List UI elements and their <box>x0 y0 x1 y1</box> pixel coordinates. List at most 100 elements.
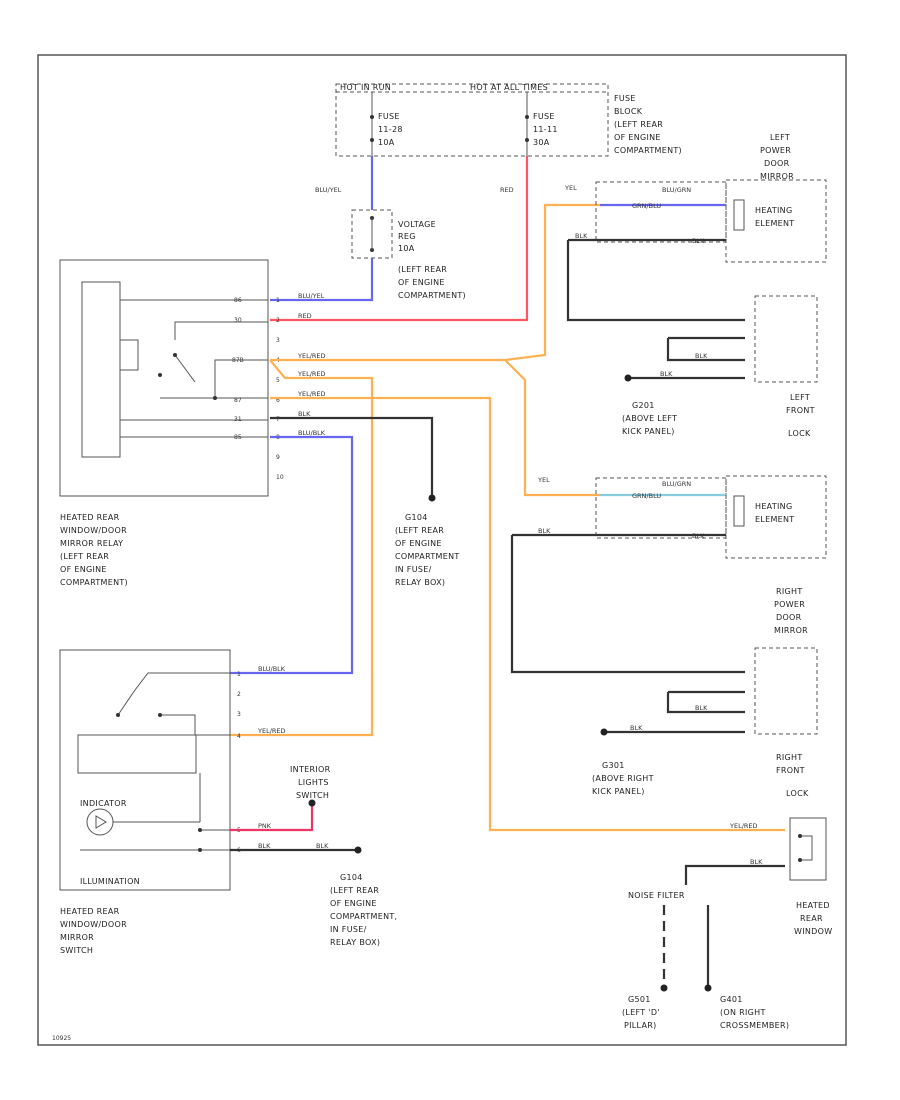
ground-g104-icon <box>428 494 436 502</box>
relay-pin-2: 2 <box>276 317 280 324</box>
svg-text:2: 2 <box>237 691 241 698</box>
svg-text:KICK PANEL): KICK PANEL) <box>622 427 675 436</box>
wire-blk-right-lock-1 <box>510 535 745 674</box>
relay-pin-7: 7 <box>276 416 280 423</box>
svg-text:HEATED: HEATED <box>796 901 830 910</box>
relay-pin-87: 87 <box>234 397 242 404</box>
wire-label-grn-blu-1: GRN/BLU <box>632 202 661 210</box>
svg-text:(LEFT REAR: (LEFT REAR <box>330 886 379 895</box>
wire-label-blk-1: BLK <box>298 410 311 418</box>
illumination-label: ILLUMINATION <box>80 877 140 886</box>
svg-text:IN FUSE/: IN FUSE/ <box>330 925 367 934</box>
wire-label-blk-8: BLK <box>630 724 643 732</box>
svg-text:WINDOW/DOOR: WINDOW/DOOR <box>60 920 127 929</box>
svg-text:DOOR: DOOR <box>776 613 802 622</box>
indicator-label: INDICATOR <box>80 799 127 808</box>
wire-label-grn-blu-2: GRN/BLU <box>632 492 661 500</box>
wire-label-red-2: RED <box>298 312 312 320</box>
svg-text:4: 4 <box>237 733 241 740</box>
ground-g301-label: G301 (ABOVE RIGHT KICK PANEL) <box>592 761 654 796</box>
mirror-relay: 86 1 30 2 3 87B 4 5 87 6 31 7 85 8 9 10 … <box>59 259 284 587</box>
relay-pin-6: 6 <box>276 397 280 404</box>
svg-text:LEFT: LEFT <box>790 393 810 402</box>
wire-label-blu-grn-2: BLU/GRN <box>662 480 691 488</box>
svg-text:LIGHTS: LIGHTS <box>298 778 329 787</box>
wire-label-blk-12: BLK <box>750 858 763 866</box>
relay-pin-85: 85 <box>234 434 242 441</box>
relay-pin-9: 9 <box>276 454 280 461</box>
ground-g104b-label: G104 (LEFT REAR OF ENGINE COMPARTMENT, I… <box>330 873 397 947</box>
svg-text:COMPARTMENT: COMPARTMENT <box>395 552 460 561</box>
svg-text:MIRROR: MIRROR <box>774 626 808 635</box>
wire-label-yel-2: YEL <box>537 476 550 484</box>
relay-label-2: WINDOW/DOOR <box>60 526 127 535</box>
left-front-lock: LEFT FRONT LOCK <box>754 295 818 438</box>
svg-text:CROSSMEMBER): CROSSMEMBER) <box>720 1021 789 1030</box>
wire-label-blu-yel-2: BLU/YEL <box>298 292 325 300</box>
svg-text:FRONT: FRONT <box>776 766 805 775</box>
wire-blk-rear-window <box>684 864 785 885</box>
relay-pin-86: 86 <box>234 297 242 304</box>
wire-blk-g104 <box>270 416 434 495</box>
svg-text:PILLAR): PILLAR) <box>624 1021 657 1030</box>
wire-label-blk-7: BLK <box>692 532 705 540</box>
fuse1-line1: FUSE <box>378 112 400 121</box>
svg-text:RIGHT: RIGHT <box>776 753 803 762</box>
wire-label-blu-grn-1: BLU/GRN <box>662 186 691 194</box>
right-power-door-mirror: HEATING ELEMENT RIGHT POWER DOOR MIRROR <box>725 475 827 635</box>
wire-label-blk-4: BLK <box>660 370 673 378</box>
relay-label-5: OF ENGINE <box>60 565 107 574</box>
ground-g501-icon <box>660 984 668 992</box>
svg-text:OF ENGINE: OF ENGINE <box>395 539 442 548</box>
svg-text:LOCK: LOCK <box>788 429 811 438</box>
relay-label-6: COMPARTMENT) <box>60 578 128 587</box>
hot-at-all-times-label: HOT AT ALL TIMES <box>470 83 548 92</box>
svg-text:SWITCH: SWITCH <box>60 946 93 955</box>
wire-label-red-1: RED <box>500 186 514 194</box>
fuse2-line1: FUSE <box>533 112 555 121</box>
ground-g401-label: G401 (ON RIGHT CROSSMEMBER) <box>720 995 789 1030</box>
svg-text:WINDOW: WINDOW <box>794 927 832 936</box>
wire-label-blu-blk-2: BLU/BLK <box>258 665 286 673</box>
svg-text:G301: G301 <box>602 761 625 770</box>
relay-pin-30: 30 <box>234 317 242 324</box>
svg-text:G201: G201 <box>632 401 655 410</box>
wire-label-blk-2: BLK <box>575 232 588 240</box>
fuse-block-label-5: COMPARTMENT) <box>614 146 682 155</box>
wire-label-blu-yel-1: BLU/YEL <box>315 186 342 194</box>
svg-text:INTERIOR: INTERIOR <box>290 765 331 774</box>
svg-text:(ABOVE RIGHT: (ABOVE RIGHT <box>592 774 654 783</box>
right-front-lock: RIGHT FRONT LOCK <box>754 647 818 798</box>
wire-label-blk-5: BLK <box>695 352 708 360</box>
wire-label-blk-9: BLK <box>695 704 708 712</box>
svg-text:SWITCH: SWITCH <box>296 791 329 800</box>
wire-label-yel-red-1: YEL/RED <box>297 352 326 360</box>
wire-blk-left-lock-2 <box>666 336 745 362</box>
wire-yel-red-rear-window <box>270 396 785 832</box>
svg-text:RIGHT: RIGHT <box>776 587 803 596</box>
mirror-switch: INDICATOR ILLUMINATION 1 2 3 4 5 6 HEATE… <box>59 649 241 955</box>
wire-blk-left-lock-1 <box>566 240 745 322</box>
svg-text:1: 1 <box>237 671 241 678</box>
relay-pin-87B: 87B <box>232 357 244 364</box>
relay-pin-1: 1 <box>276 297 280 304</box>
svg-text:COMPARTMENT,: COMPARTMENT, <box>330 912 397 921</box>
relay-pin-3: 3 <box>276 337 280 344</box>
svg-text:G104: G104 <box>405 513 428 522</box>
svg-text:G501: G501 <box>628 995 651 1004</box>
wire-yel-red-left-mirror <box>270 203 600 362</box>
relay-pin-31: 31 <box>234 416 242 423</box>
fuse-block-label-1: FUSE <box>614 94 636 103</box>
ground-g501-label: G501 (LEFT 'D' PILLAR) <box>622 995 659 1030</box>
svg-text:ELEMENT: ELEMENT <box>755 515 795 524</box>
wire-label-yel-1: YEL <box>564 184 577 192</box>
wire-label-yel-red-2: YEL/RED <box>297 370 326 378</box>
wire-pnk <box>230 805 314 832</box>
interior-lights-switch-icon <box>308 799 316 807</box>
fuse-block-label-4: OF ENGINE <box>614 133 661 142</box>
wire-blu-yel-relay <box>270 258 374 302</box>
diagram-frame <box>37 54 847 1046</box>
wire-label-blk-3: BLK <box>692 237 705 245</box>
svg-text:REAR: REAR <box>800 914 823 923</box>
